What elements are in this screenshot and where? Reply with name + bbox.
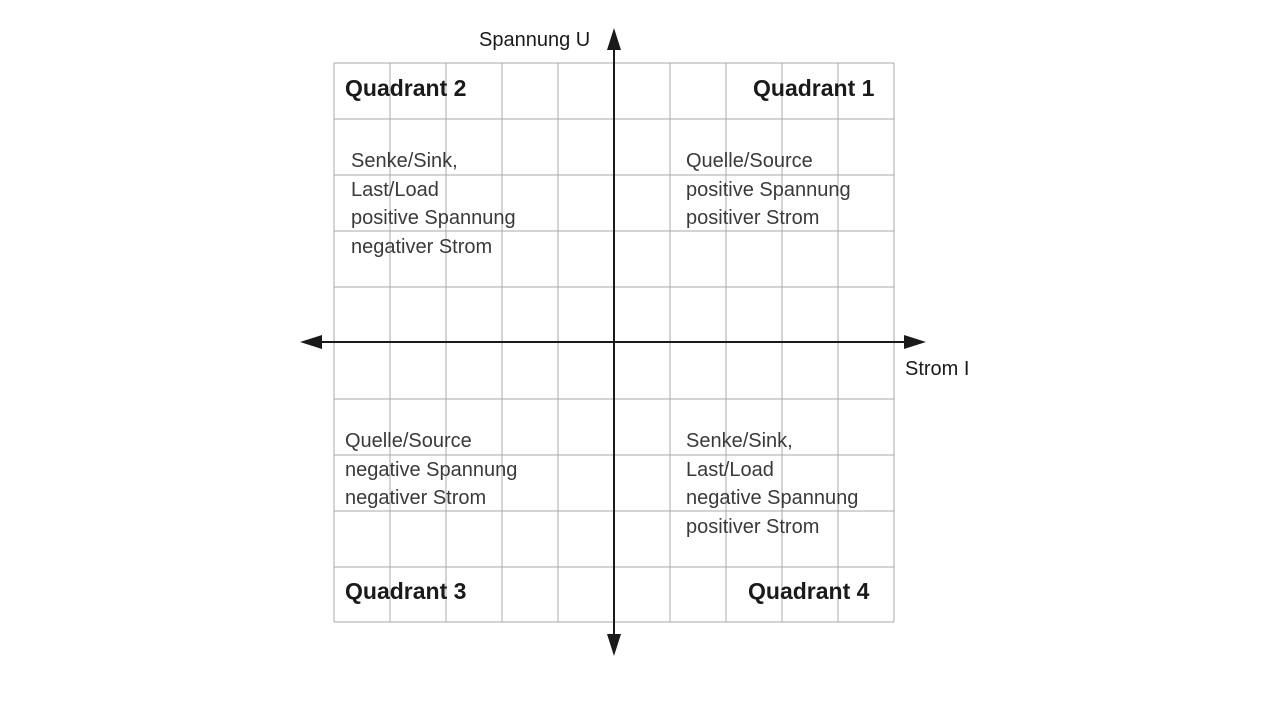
quadrant-2-line: positive Spannung: [351, 207, 516, 229]
y-axis: [607, 28, 621, 656]
quadrant-3-line: negative Spannung: [345, 458, 518, 481]
quadrant-3-line: negativer Strom: [345, 487, 487, 509]
quadrant-4-line: Senke/Sink,: [686, 430, 793, 452]
quadrant-4-line: Last/Load: [686, 458, 774, 481]
quadrant-4-description: Senke/Sink, Last/Load negative Spannung …: [686, 427, 858, 541]
quadrant-4-line: positiver Strom: [686, 515, 820, 538]
x-axis-left-arrow-icon: [300, 335, 322, 349]
quadrant-4-title: Quadrant 4: [748, 578, 870, 604]
y-axis-down-arrow-icon: [607, 634, 621, 656]
quadrant-1-title: Quadrant 1: [753, 75, 875, 101]
quadrant-2-title: Quadrant 2: [345, 75, 467, 101]
quadrant-1-line: positiver Strom: [686, 207, 820, 229]
x-axis-right-arrow-icon: [904, 335, 926, 349]
y-axis-up-arrow-icon: [607, 28, 621, 50]
x-axis-label: Strom I: [905, 358, 970, 380]
quadrant-3-description: Quelle/Source negative Spannung negative…: [345, 427, 517, 513]
quadrant-3-line: Quelle/Source: [345, 430, 472, 452]
quadrant-2-line: Senke/Sink,: [351, 150, 458, 172]
y-axis-label: Spannung U: [479, 29, 591, 51]
quadrant-1-description: Quelle/Source positive Spannung positive…: [686, 147, 851, 233]
quadrant-3-title: Quadrant 3: [345, 578, 467, 604]
quadrant-4-line: negative Spannung: [686, 487, 859, 509]
quadrant-2-description: Senke/Sink, Last/Load positive Spannung …: [351, 147, 516, 261]
quadrant-2-line: Last/Load: [351, 178, 439, 201]
quadrant-1-line: positive Spannung: [686, 178, 851, 201]
quadrant-1-line: Quelle/Source: [686, 150, 813, 172]
quadrant-2-line: negativer Strom: [351, 235, 493, 258]
